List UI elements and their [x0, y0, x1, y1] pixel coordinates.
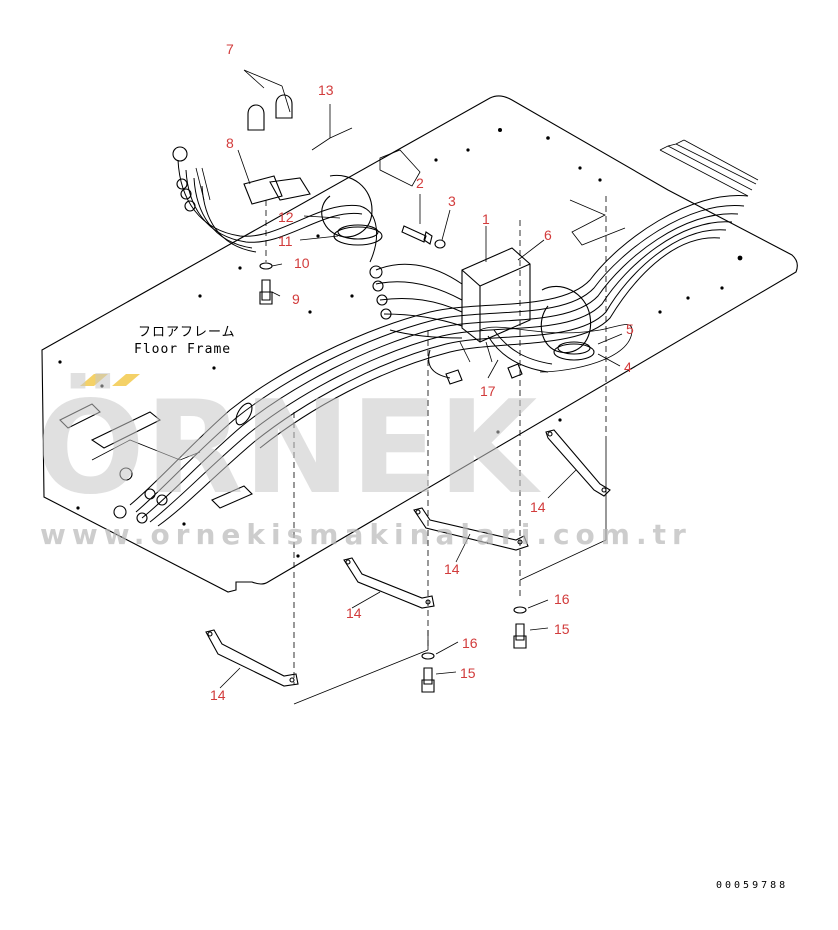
center-fitting-block — [369, 247, 633, 379]
fitting-17 — [445, 363, 523, 385]
floor-label-english: Floor Frame — [134, 342, 231, 357]
watermark: ÖRNEK www.ornekismakinalari.com.tr — [36, 373, 692, 551]
callout-14-left: 14 — [210, 687, 226, 703]
strap-clamp-top-right — [545, 429, 611, 497]
plate-holes — [58, 128, 743, 558]
strap-clamp-center — [413, 507, 529, 551]
washer-bolt-center — [421, 652, 435, 693]
callout-15-right: 15 — [554, 621, 570, 637]
callout-17: 17 — [480, 383, 496, 399]
callout-9: 9 — [292, 291, 300, 307]
callout-12: 12 — [278, 209, 294, 225]
callout-4: 4 — [624, 359, 632, 375]
watermark-url: www.ornekismakinalari.com.tr — [40, 518, 692, 551]
plate-slot-inner — [90, 411, 162, 449]
callout-11: 11 — [278, 233, 293, 249]
callout-10: 10 — [294, 255, 310, 271]
callout-3: 3 — [448, 193, 456, 209]
callout-14-mid: 14 — [346, 605, 362, 621]
strap-clamp-mid — [343, 557, 435, 609]
bolt-washer-2-3 — [401, 225, 446, 249]
strap-clamp-lower-left — [205, 629, 299, 687]
callout-15-center: 15 — [460, 665, 476, 681]
callout-1: 1 — [482, 211, 490, 227]
callout-14-right: 14 — [530, 499, 546, 515]
callout-5: 5 — [626, 321, 634, 337]
floor-frame-plate — [41, 95, 798, 593]
leader-bracket-lower — [293, 440, 607, 705]
callout-7: 7 — [226, 41, 234, 57]
floor-plate-bracket-right — [569, 199, 626, 246]
washer-bolt-right — [513, 606, 527, 649]
floor-plate-notch — [379, 149, 421, 187]
callout-16-center: 16 — [462, 635, 478, 651]
callout-13: 13 — [318, 82, 334, 98]
callout-14-center: 14 — [444, 561, 460, 577]
hose-bundle — [129, 139, 759, 527]
upper-left-hose-group — [172, 94, 383, 263]
watermark-accent-mark — [80, 374, 140, 386]
floor-label-japanese: フロアフレーム — [138, 325, 236, 340]
lower-left-fittings — [91, 439, 201, 524]
plate-slot-center — [211, 485, 253, 509]
plate-slot-left — [59, 403, 101, 429]
callout-16-right: 16 — [554, 591, 570, 607]
bolt-washer-9-10 — [259, 262, 273, 305]
drawing-number: 00059788 — [716, 880, 788, 891]
watermark-brand: ÖRNEK — [36, 373, 542, 523]
leader-lines — [219, 69, 623, 689]
callout-6: 6 — [544, 227, 552, 243]
callout-2: 2 — [416, 175, 424, 191]
callout-8: 8 — [226, 135, 234, 151]
